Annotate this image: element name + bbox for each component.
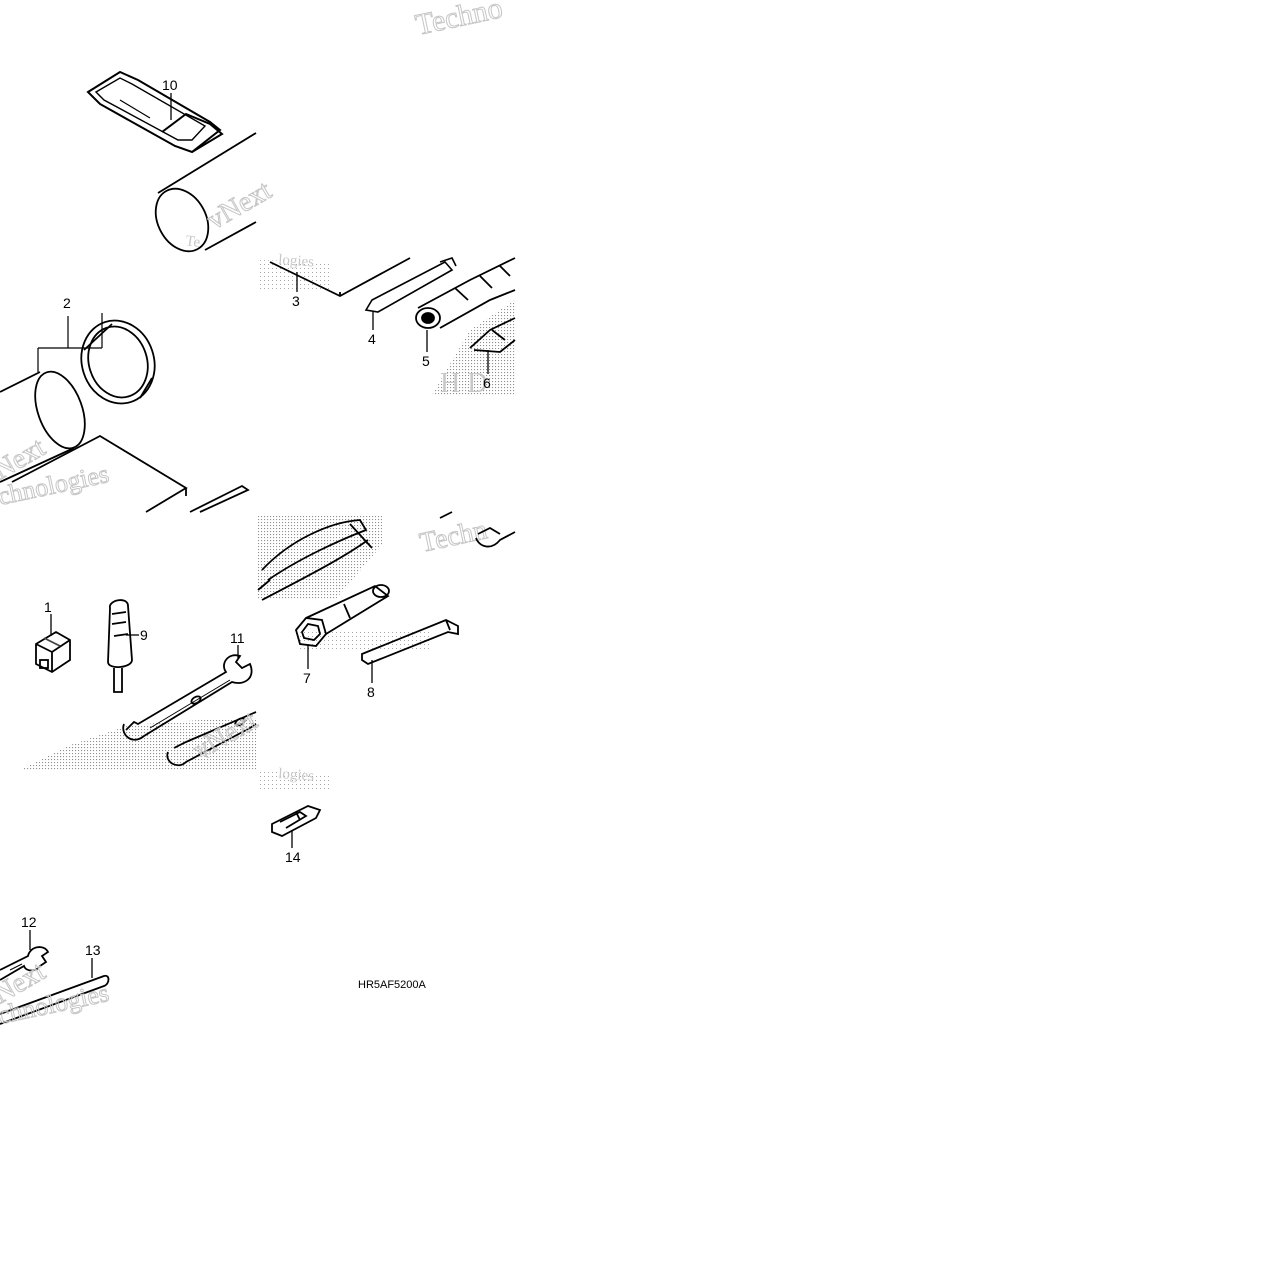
clip-tool-part [271,805,322,837]
callout-8: 8 [367,684,375,700]
plate-part [11,434,250,513]
callout-14: 14 [285,849,301,865]
watermark-text: logies [278,252,315,270]
callout-4: 4 [368,331,376,347]
tool-case-sleeve-part [0,319,156,483]
plug-wrench-part [295,584,390,647]
callout-7: 7 [303,670,311,686]
band-strap-part [86,70,224,154]
tile-f: logies [258,766,330,837]
callout-10: 10 [162,77,178,93]
tile-b: logies H D [258,252,516,399]
watermark-text: Te [184,233,201,251]
tool-roll-part [154,132,257,253]
extension-bar-part [415,257,516,329]
callout-1: 1 [44,599,52,615]
callout-3: 3 [292,293,300,309]
callout-9: 9 [140,627,148,643]
tile-d: Techn [257,511,516,666]
combination-wrench-part [122,654,253,741]
tile-e: vNext Te [20,599,263,770]
screwdriver-handle-part [107,599,133,693]
clip-part [35,630,71,674]
diagram-code: HR5AF5200A [358,979,427,991]
callout-leaders [29,93,489,978]
watermark-text: H D [440,368,487,399]
tile-c: Next chnologies [0,313,250,513]
callout-12: 12 [21,914,37,930]
tile-a: Techno vNext Te [86,0,506,253]
rod-part [0,974,110,1025]
pliers-part [257,519,373,601]
hex-key-part [361,619,459,666]
wrench-end-part [439,511,516,548]
watermark-text: Techn [417,514,490,558]
manual-plate-part [269,257,411,298]
wrench-part [166,711,257,767]
callout-13: 13 [85,942,101,958]
callout-5: 5 [422,353,430,369]
callout-6: 6 [483,375,491,391]
watermark-text: Te [195,744,212,762]
pliers-head-part [469,317,516,353]
watermark-text: logies [278,766,315,784]
watermark-text: vNext [202,175,277,236]
open-wrench-part [0,946,50,981]
callout-2: 2 [63,295,71,311]
watermark-text: Techno [413,0,506,42]
callout-labels: 1 2 3 4 5 6 7 8 9 10 11 12 13 14 HR5AF52… [21,77,491,991]
screwdriver-bit-part [364,257,457,313]
tile-g: Next chnologies [0,946,112,1030]
callout-11: 11 [230,630,245,646]
